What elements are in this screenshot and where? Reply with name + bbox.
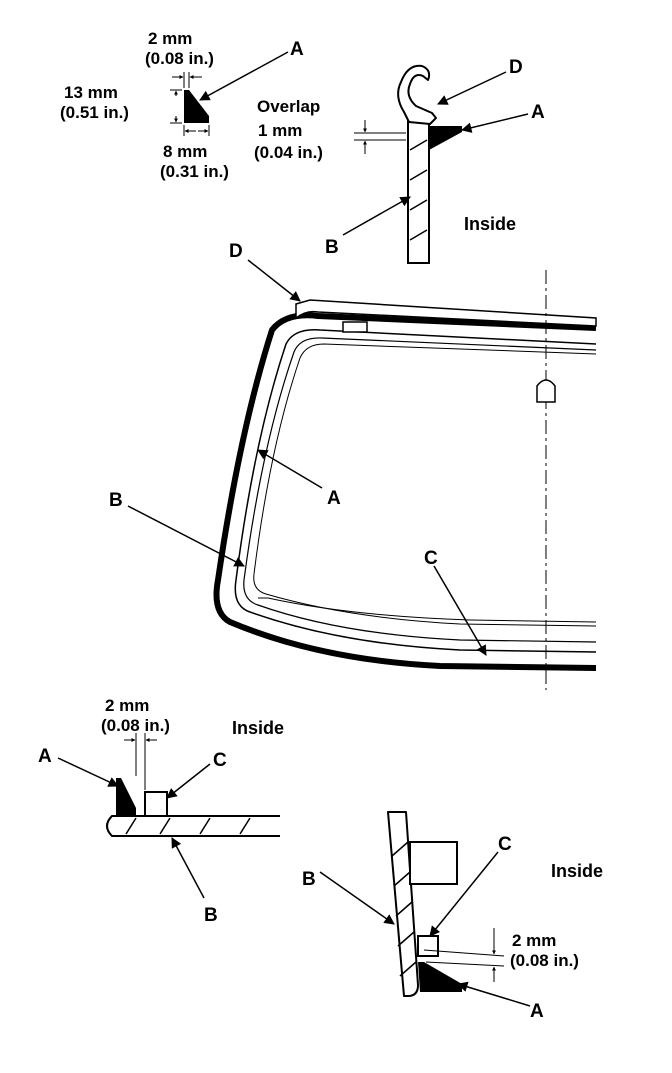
windshield-main-view: D A B C (109, 241, 597, 690)
label-c: C (498, 834, 512, 855)
label-a: A (327, 488, 341, 509)
dam-profile-shape (184, 90, 209, 123)
lower-section-detail: 2 mm (0.08 in.) Inside B C A (302, 811, 603, 1022)
dim-ext-line (425, 961, 505, 967)
label-b: B (204, 905, 218, 926)
upper-spacer (342, 321, 368, 333)
label-a: A (531, 102, 545, 123)
leader-a-lower (456, 981, 531, 1007)
dim-gap-in: (0.08 in.) (510, 951, 579, 970)
leader-b-main (127, 505, 245, 567)
dim-base-mm: 8 mm (163, 142, 207, 161)
dam-line-a (243, 337, 597, 643)
label-c: C (213, 750, 227, 771)
leader-a-section (460, 113, 529, 133)
leader-a-main (257, 449, 323, 489)
bottom-spacer-strip (258, 597, 597, 623)
dim-gap-mm: 2 mm (512, 931, 556, 950)
glass-hatching (409, 139, 428, 241)
leader-c-main (433, 565, 487, 656)
label-d: D (229, 241, 243, 262)
leader-b-lower (319, 871, 395, 925)
leader-a-bottom (57, 757, 119, 787)
overlap-word: Overlap (257, 97, 320, 116)
molding-section-detail: Overlap 1 mm (0.04 in.) D A B Inside (254, 57, 545, 264)
dim-width-mm: 2 mm (148, 29, 192, 48)
dim-gap-in: (0.08 in.) (101, 716, 170, 735)
top-molding-d (295, 299, 597, 327)
overlap-mm: 1 mm (258, 121, 302, 140)
leader-c-bottom (166, 763, 211, 799)
glass-hatching (125, 817, 251, 835)
dam-a-section (429, 126, 462, 150)
leader-b-bottom (171, 837, 205, 899)
dam-profile-detail: 2 mm (0.08 in.) 13 mm (0.51 in.) 8 mm (0… (60, 29, 304, 181)
leader-a-top-left (199, 51, 289, 101)
leader-b-section (342, 196, 411, 236)
leader-d-section (437, 71, 507, 105)
glass-section-horizontal (106, 815, 280, 837)
dam-a-bottom (116, 778, 136, 816)
leader-c-lower (429, 851, 499, 937)
label-b: B (302, 869, 316, 890)
inside-label: Inside (551, 861, 603, 881)
leader-d-main (247, 259, 301, 302)
label-d: D (509, 57, 523, 78)
windshield-outer-edge (213, 312, 597, 671)
upper-block-section (409, 841, 458, 885)
dim-height-in: (0.51 in.) (60, 103, 129, 122)
label-c: C (424, 548, 438, 569)
label-a: A (290, 39, 304, 60)
overlap-in: (0.04 in.) (254, 143, 323, 162)
glass-hatching (391, 841, 417, 977)
dam-a-lower (418, 962, 462, 992)
spacer-c-bottom (144, 791, 168, 817)
molding-d-section (397, 64, 437, 125)
glass-section (407, 114, 430, 264)
inner-print-boundary (253, 343, 597, 627)
label-a: A (38, 746, 52, 767)
dim-width-in: (0.08 in.) (145, 49, 214, 68)
label-b: B (109, 490, 123, 511)
dim-ext-line (423, 949, 505, 957)
label-a: A (530, 1001, 544, 1022)
glass-section-slanted (387, 811, 419, 997)
glass-edge-b (234, 329, 597, 653)
inside-label: Inside (464, 214, 516, 234)
bottom-section-detail: 2 mm (0.08 in.) Inside A C B (38, 696, 284, 926)
dim-height-mm: 13 mm (64, 83, 118, 102)
label-b: B (325, 237, 339, 258)
inside-label: Inside (232, 718, 284, 738)
mirror-mount (536, 379, 556, 403)
dim-base-in: (0.31 in.) (160, 162, 229, 181)
spacer-c-lower (417, 935, 439, 957)
dim-gap-mm: 2 mm (105, 696, 149, 715)
